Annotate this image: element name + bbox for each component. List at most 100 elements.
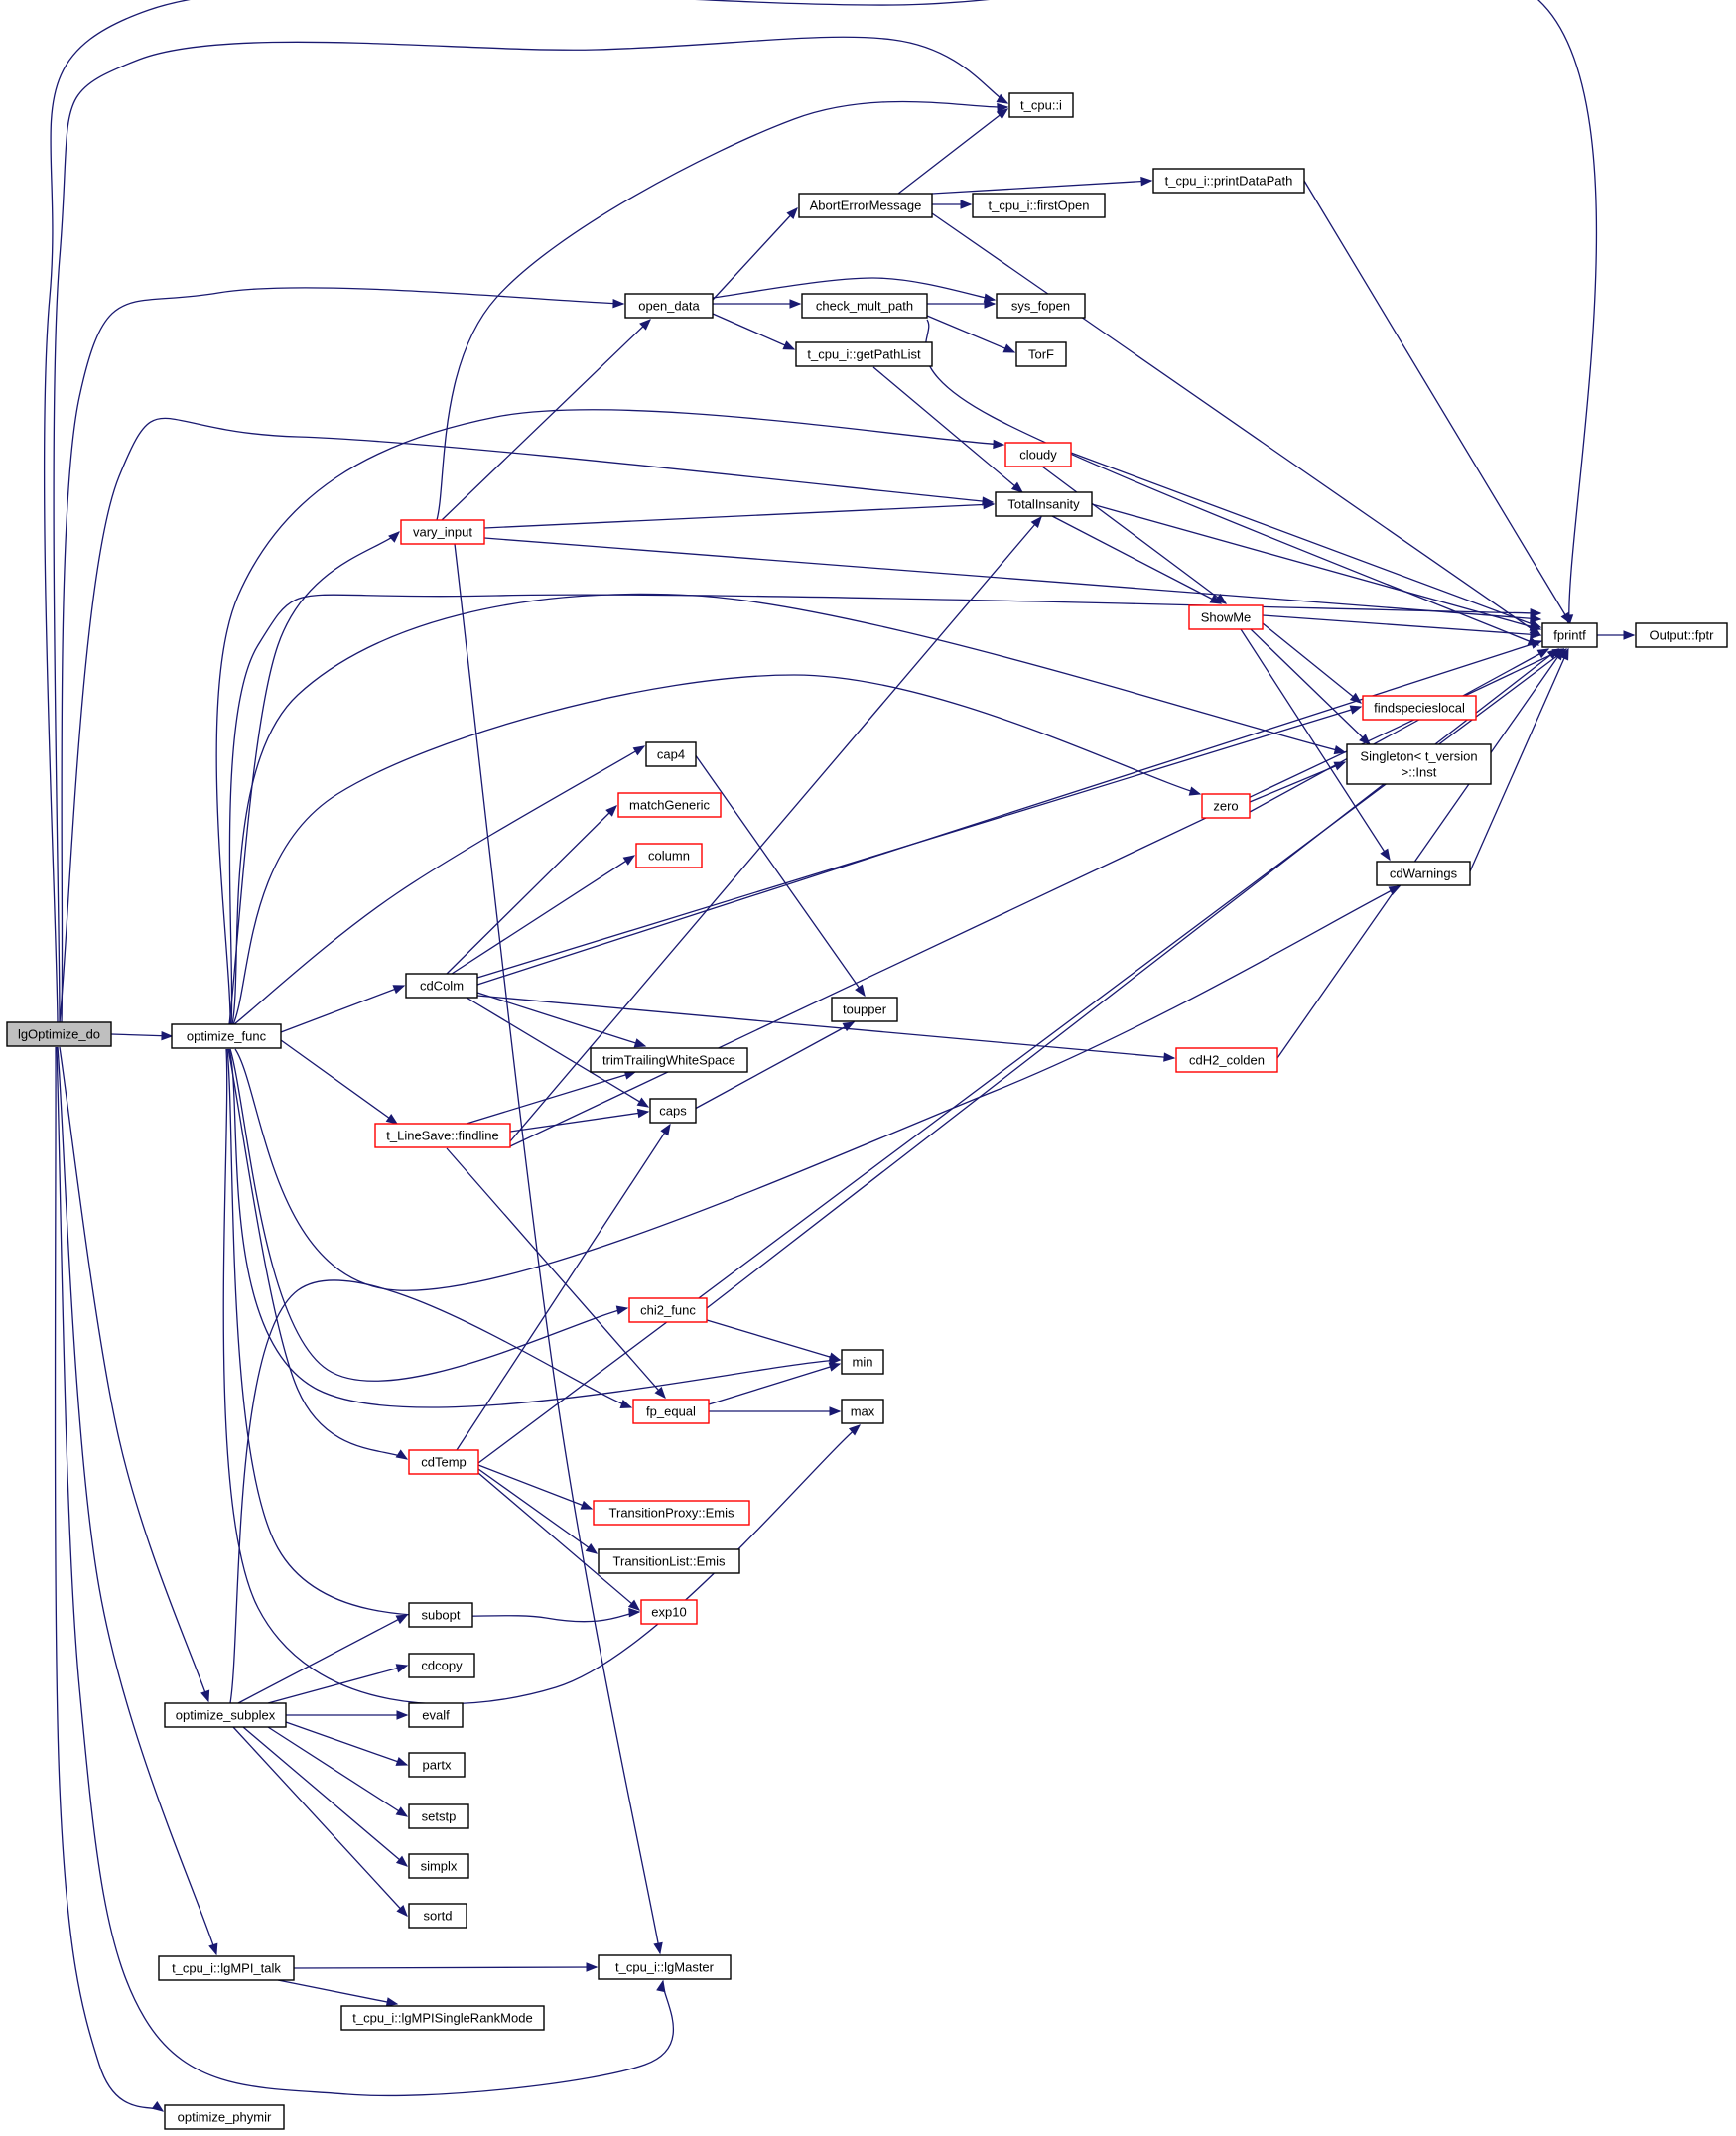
node-optimize_phymir[interactable]: optimize_phymir (164, 2104, 285, 2130)
node-fp_equal[interactable]: fp_equal (632, 1399, 710, 1424)
node-box (841, 1399, 884, 1424)
node-optimize_func[interactable]: optimize_func (171, 1023, 282, 1049)
node-TotalInsanity[interactable]: TotalInsanity (995, 491, 1093, 517)
node-cdH2_colden[interactable]: cdH2_colden (1175, 1047, 1278, 1073)
node-cdTemp[interactable]: cdTemp (408, 1449, 479, 1475)
node-label: min (853, 1355, 873, 1370)
node-TransitionListEmis[interactable]: TransitionList::Emis (598, 1548, 740, 1574)
node-cdWarnings[interactable]: cdWarnings (1376, 861, 1471, 886)
node-printDataPath[interactable]: t_cpu_i::printDataPath (1152, 168, 1305, 194)
node-zero[interactable]: zero (1201, 793, 1251, 819)
node-fprintf[interactable]: fprintf (1541, 622, 1598, 648)
node-label: t_cpu_i::printDataPath (1165, 174, 1293, 189)
node-max[interactable]: max (841, 1399, 884, 1424)
node-label: t_LineSave::findline (386, 1129, 498, 1143)
node-box (1635, 622, 1728, 648)
arrowhead (385, 1997, 399, 2007)
edge-optimize_subplex-to-cdcopy (267, 1664, 409, 1704)
node-toupper[interactable]: toupper (831, 997, 898, 1022)
arrowhead (1529, 621, 1542, 631)
node-SingletonInst[interactable]: Singleton< t_version>::Inst (1346, 743, 1492, 785)
arrowhead (586, 1962, 599, 1972)
node-box (635, 843, 703, 868)
arrowhead (580, 1500, 594, 1510)
node-box (801, 293, 928, 319)
edge-printDataPath-to-fprintf (1303, 180, 1571, 625)
arrowhead (636, 1108, 650, 1119)
node-findspecieslocal[interactable]: findspecieslocal (1362, 695, 1477, 721)
edge-ShowMe-to-SingletonInst (1250, 628, 1371, 745)
node-lgMPISingleRankMode[interactable]: t_cpu_i::lgMPISingleRankMode (340, 2005, 545, 2031)
node-box (1541, 622, 1598, 648)
node-box (1004, 442, 1072, 467)
edge-optimize_func-to-exp10 (226, 1048, 641, 1623)
edge-open_data-to-check_mult_path (713, 299, 802, 309)
node-ShowMe[interactable]: ShowMe (1188, 604, 1264, 630)
edge-ShowMe-to-findspecieslocal (1262, 622, 1363, 704)
node-lgOptimize_do[interactable]: lgOptimize_do (6, 1021, 112, 1047)
node-vary_input[interactable]: vary_input (400, 519, 485, 545)
node-sortd[interactable]: sortd (408, 1903, 467, 1929)
node-TransitionProxyEmis[interactable]: TransitionProxy::Emis (593, 1500, 750, 1526)
node-matchGeneric[interactable]: matchGeneric (617, 792, 722, 818)
node-partx[interactable]: partx (408, 1752, 466, 1778)
edge-optimize_func-to-chi2_func (229, 1048, 629, 1382)
edge-cdTemp-to-caps (456, 1123, 671, 1451)
node-column[interactable]: column (635, 843, 703, 868)
node-chi2_func[interactable]: chi2_func (628, 1297, 708, 1323)
node-lgMPI_talk[interactable]: t_cpu_i::lgMPI_talk (158, 1955, 295, 1981)
node-label: sortd (424, 1909, 453, 1924)
node-min[interactable]: min (841, 1349, 884, 1375)
node-box (995, 491, 1093, 517)
arrowhead (842, 1021, 856, 1032)
edge-optimize_func-to-cdColm (280, 985, 406, 1033)
edge-getPathList-to-TotalInsanity (872, 366, 1024, 493)
arrowhead (1030, 515, 1042, 529)
edge-fp_equal-to-max (709, 1406, 842, 1416)
edge-optimize_func-to-max (222, 1048, 862, 1705)
arrowhead (828, 1362, 842, 1372)
node-open_data[interactable]: open_data (624, 293, 714, 319)
node-label: exp10 (651, 1605, 686, 1620)
node-t_cpu_i[interactable]: t_cpu::i (1008, 92, 1074, 118)
node-setstp[interactable]: setstp (408, 1803, 469, 1829)
arrowhead (829, 1406, 842, 1416)
edge-optimize_subplex-to-evalf (286, 1710, 409, 1720)
node-subopt[interactable]: subopt (408, 1602, 473, 1628)
node-check_mult_path[interactable]: check_mult_path (801, 293, 928, 319)
edge-TotalInsanity-to-ShowMe (1051, 515, 1223, 604)
node-evalf[interactable]: evalf (408, 1702, 464, 1728)
node-cloudy[interactable]: cloudy (1004, 442, 1072, 467)
node-cdcopy[interactable]: cdcopy (408, 1653, 475, 1678)
node-box (1188, 604, 1264, 630)
edge-findline-to-caps (509, 1108, 650, 1133)
node-simplx[interactable]: simplx (408, 1853, 469, 1879)
node-box (1008, 92, 1074, 118)
node-AbortErrorMessage[interactable]: AbortErrorMessage (798, 193, 933, 218)
node-findline[interactable]: t_LineSave::findline (374, 1123, 511, 1148)
edge-optimize_subplex-to-setstp (267, 1726, 409, 1817)
arrowhead (1560, 611, 1571, 625)
node-firstOpen[interactable]: t_cpu_i::firstOpen (972, 193, 1106, 218)
node-cap4[interactable]: cap4 (645, 741, 697, 767)
node-sys_fopen[interactable]: sys_fopen (996, 293, 1086, 319)
node-OutputFptr[interactable]: Output::fptr (1635, 622, 1728, 648)
arrowhead (396, 1905, 408, 1917)
node-exp10[interactable]: exp10 (640, 1599, 698, 1625)
node-lgMaster[interactable]: t_cpu_i::lgMaster (598, 1954, 732, 1980)
node-caps[interactable]: caps (649, 1098, 697, 1124)
node-getPathList[interactable]: t_cpu_i::getPathList (795, 341, 933, 367)
node-trimTrailingWhiteSpace[interactable]: trimTrailingWhiteSpace (590, 1047, 748, 1073)
node-TorF[interactable]: TorF (1015, 341, 1067, 367)
node-label: toupper (843, 1002, 887, 1017)
arrowhead (151, 2101, 165, 2112)
node-cdColm[interactable]: cdColm (405, 973, 478, 999)
arrowhead (1554, 648, 1568, 660)
edge-cdTemp-to-TransitionProxyEmis (477, 1464, 594, 1510)
node-box (590, 1047, 748, 1073)
node-optimize_subplex[interactable]: optimize_subplex (164, 1702, 287, 1728)
arrowhead (1536, 648, 1550, 659)
edge-lgMPI_talk-to-lgMPISingleRankMode (277, 1979, 399, 2007)
arrowhead (653, 1941, 663, 1955)
arrowhead (782, 340, 796, 350)
